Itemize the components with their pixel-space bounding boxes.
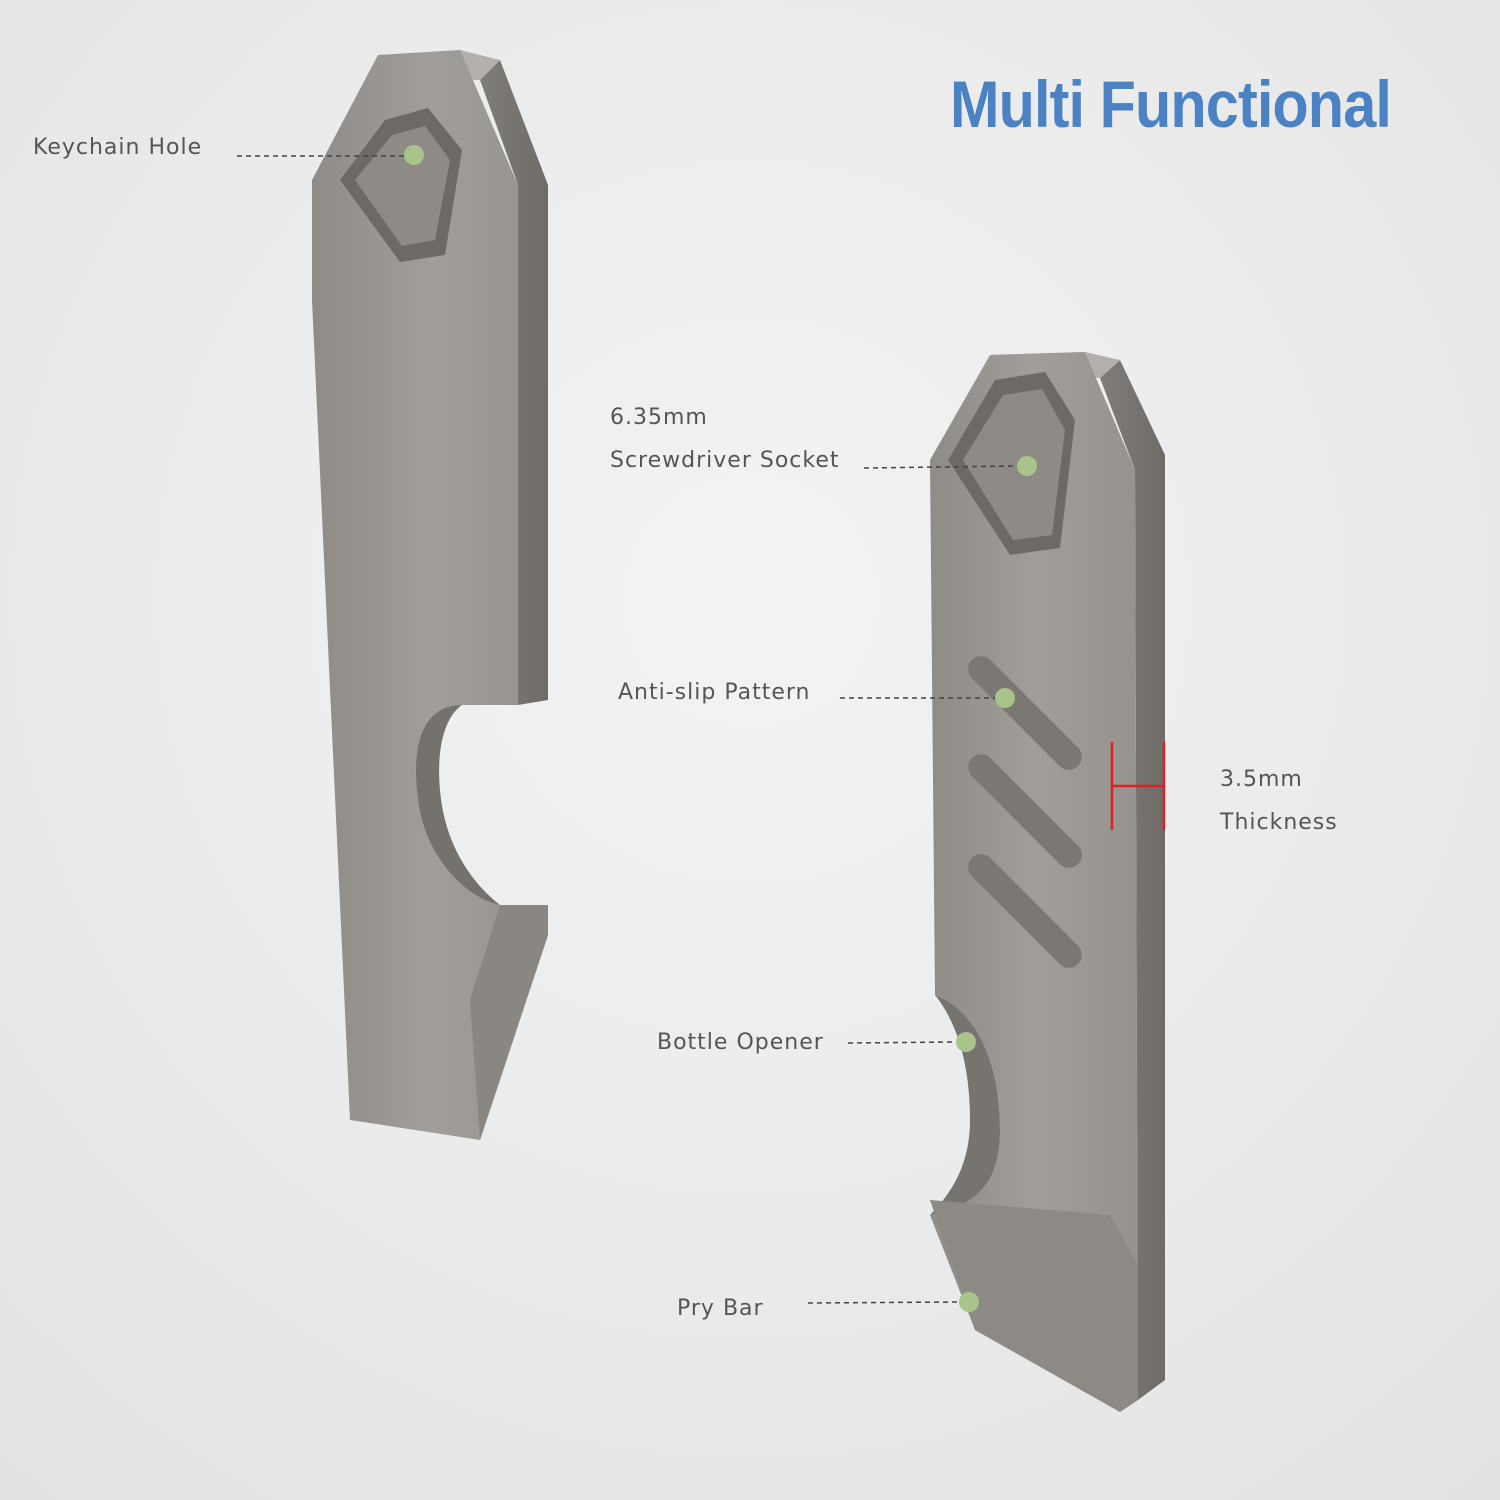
groove [968, 854, 1082, 968]
tool-left-hex-inner [355, 126, 450, 246]
pry-tool-right [930, 352, 1165, 1412]
marker-dot [404, 145, 424, 165]
tool-right-face [930, 352, 1138, 1412]
marker-dot [959, 1292, 979, 1312]
anti-slip-grooves [968, 656, 1082, 968]
tool-left-face [312, 50, 548, 1140]
leader-bottle-opener [847, 1041, 958, 1044]
page-title: Multi Functional [950, 67, 1392, 141]
label-socket-size: 6.35mm [610, 405, 708, 430]
marker-dots [404, 145, 1037, 1312]
leader-pry-bar [807, 1301, 961, 1304]
label-thickness-value: 3.5mm [1220, 767, 1303, 792]
label-thickness: Thickness [1220, 810, 1338, 835]
tool-right-pry-bevel [930, 1200, 1138, 1412]
label-pry-bar: Pry Bar [677, 1296, 764, 1321]
marker-dot [956, 1032, 976, 1052]
callouts [237, 155, 1018, 1304]
thickness-dimension [1110, 742, 1166, 830]
tool-left-side [480, 60, 548, 705]
marker-dot [995, 688, 1015, 708]
tool-right-opener-cut [930, 995, 1000, 1215]
label-anti-slip-pattern: Anti-slip Pattern [618, 680, 811, 705]
tool-left-opener-cut [415, 705, 500, 905]
leader-socket [863, 465, 1018, 469]
tool-right-side [1100, 360, 1165, 1400]
tool-left-pry-bevel [470, 905, 548, 1140]
marker-dot [1017, 456, 1037, 476]
label-screwdriver-socket: Screwdriver Socket [610, 448, 840, 473]
groove [968, 754, 1082, 868]
label-bottle-opener: Bottle Opener [657, 1030, 824, 1055]
label-keychain-hole: Keychain Hole [33, 135, 203, 160]
tool-right-hex-inner [963, 389, 1065, 540]
groove [968, 656, 1082, 770]
pry-tool-left [312, 50, 548, 1140]
